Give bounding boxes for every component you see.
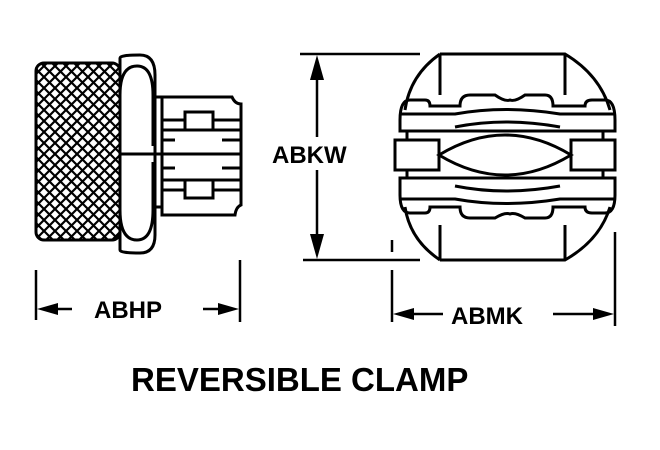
dimension-arrows (37, 55, 614, 320)
arrow-up-icon (310, 55, 324, 80)
hex-nut (118, 53, 157, 255)
diagram-title: REVERSIBLE CLAMP (131, 361, 468, 398)
arrow-right-icon (218, 303, 239, 315)
jaw-opening (436, 133, 574, 177)
arrow-down-icon (310, 234, 324, 259)
arrow-left-icon (393, 308, 414, 320)
dimension-label-abhp: ABHP (94, 297, 162, 324)
dimension-label-abkw: ABKW (272, 142, 347, 169)
clamp-body-side (160, 95, 243, 217)
front-view (393, 52, 617, 262)
dimension-label-abmk: ABMK (451, 303, 524, 330)
side-view (34, 53, 243, 255)
arrow-right-icon (593, 308, 614, 320)
arrow-left-icon (37, 303, 58, 315)
knurled-knob (34, 61, 122, 242)
